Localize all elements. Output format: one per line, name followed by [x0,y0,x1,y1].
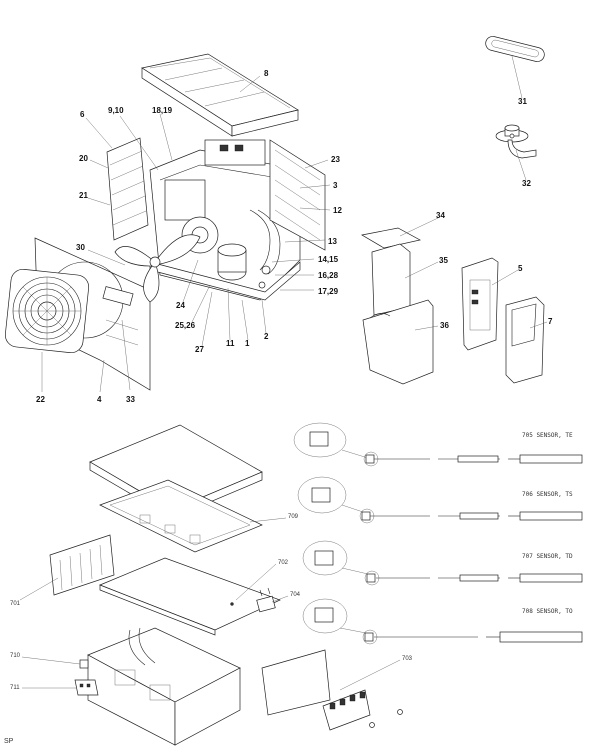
part-label: 1 [245,339,250,348]
handle-cover [505,296,545,384]
part-label: 2 [264,332,269,341]
part-label: 23 [331,155,340,164]
part-label: 35 [439,256,448,265]
heatsink [49,534,115,596]
part-label: 36 [440,321,449,330]
part-label: 22 [36,395,45,404]
part-label: 3 [333,181,338,190]
reactor-part [256,587,276,613]
terminal-frame [99,479,263,553]
part-label: 31 [518,97,527,106]
terminal-block [261,649,403,731]
part-label: 8 [264,69,269,78]
side-panel [461,257,499,351]
part-label: 12 [333,206,342,215]
part-label: 703 [402,656,413,662]
part-label: 709 [288,514,299,520]
footer-code: SP [4,738,14,745]
rear-guard-grille [269,139,326,251]
sensor-td [302,540,583,586]
part-label: 6 [80,110,85,119]
pc-board [99,557,281,636]
part-label: 27 [195,345,204,354]
propeller-fan [114,234,201,303]
part-label: 25,26 [175,321,196,330]
part-label: 17,29 [318,287,339,296]
part-label: 702 [278,560,289,566]
part-label: 24 [176,301,185,310]
control-box [87,627,241,746]
part-label: 16,28 [318,271,339,280]
side-guard-grille [106,137,149,241]
part-label: 13 [328,237,337,246]
part-label: 711 [10,685,20,691]
sensor-te [293,422,583,467]
part-label: 11 [226,339,235,348]
part-label: 7 [548,317,553,326]
top-cover-panel [141,53,299,137]
part-label: 21 [79,191,88,200]
part-label: 701 [10,601,21,607]
sensor-ts [297,476,583,524]
sensor-label-to: 708 SENSOR, TO [522,608,573,615]
clamp-part [74,659,99,696]
part-label: 5 [518,264,523,273]
part-label: 4 [97,395,102,404]
part-label: 32 [522,179,531,188]
sensor-label-ts: 706 SENSOR, TS [522,491,573,498]
fan-guard [4,268,90,354]
part-label: 34 [436,211,445,220]
part-label: 14,15 [318,255,339,264]
leader-lines [19,55,548,691]
part-label: 18,19 [152,106,173,115]
sensor-to [302,598,583,645]
part-label: 9,10 [108,106,124,115]
sensor-label-te: 705 SENSOR, TE [522,432,573,439]
sensor-label-td: 707 SENSOR, TD [522,553,573,560]
part-label: 704 [290,592,301,598]
part-label: 30 [76,243,85,252]
drain-cap [485,36,545,62]
valve-cover [361,227,434,385]
part-label: 33 [126,395,135,404]
part-label: 20 [79,154,88,163]
part-label: 710 [10,653,21,659]
drain-nipple [495,124,537,159]
